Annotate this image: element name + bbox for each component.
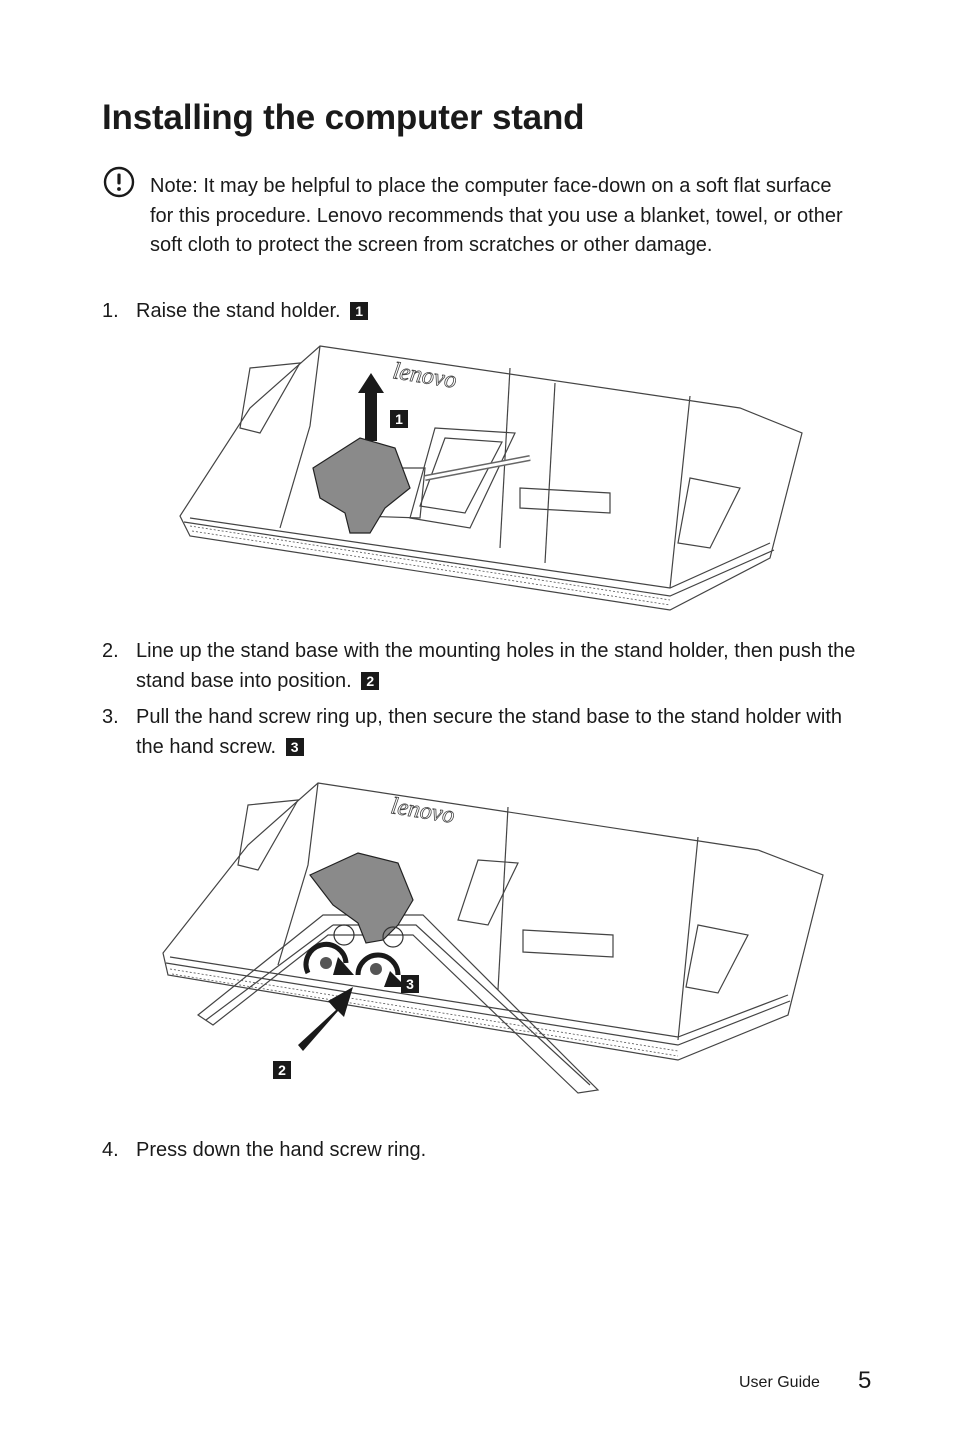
figure-callout: 3 xyxy=(401,975,419,993)
figure-callout: 2 xyxy=(273,1061,291,1079)
callout-badge: 3 xyxy=(285,737,304,756)
callout-badge: 2 xyxy=(361,671,380,690)
brand-logo: lenovo xyxy=(389,793,456,829)
footer-label: User Guide xyxy=(739,1374,820,1391)
note-text: It may be helpful to place the computer … xyxy=(150,175,843,256)
computer-back-illustration: lenovo xyxy=(179,345,803,611)
step-number: 3. xyxy=(102,706,119,728)
computer-stand-illustration: lenovo xyxy=(162,782,824,1094)
note-label: Note: xyxy=(150,175,198,197)
step-2: 2. Line up the stand base with the mount… xyxy=(102,637,862,696)
step-text: Line up the stand base with the mounting… xyxy=(136,640,856,692)
step-text: Press down the hand screw ring. xyxy=(136,1139,427,1161)
brand-logo: lenovo xyxy=(391,358,458,394)
step-1: 1. Raise the stand holder. 1 xyxy=(102,297,862,327)
step-4: 4. Press down the hand screw ring. xyxy=(102,1136,862,1166)
step-number: 1. xyxy=(102,300,119,322)
page-number: 5 xyxy=(858,1367,872,1394)
attention-icon xyxy=(103,166,135,198)
figure-attach-stand-base: lenovo 3 2 xyxy=(158,775,828,1105)
step-text: Pull the hand screw ring up, then secure… xyxy=(136,706,842,758)
step-3: 3. Pull the hand screw ring up, then sec… xyxy=(102,703,862,762)
step-number: 4. xyxy=(102,1139,119,1161)
page-title: Installing the computer stand xyxy=(102,98,585,137)
step-number: 2. xyxy=(102,640,119,662)
note-paragraph: Note: It may be helpful to place the com… xyxy=(150,172,850,261)
figure-raise-stand-holder: lenovo 1 xyxy=(170,338,810,618)
figure-callout: 1 xyxy=(390,410,408,428)
callout-badge: 1 xyxy=(350,302,369,320)
step-text: Raise the stand holder. xyxy=(136,300,341,322)
